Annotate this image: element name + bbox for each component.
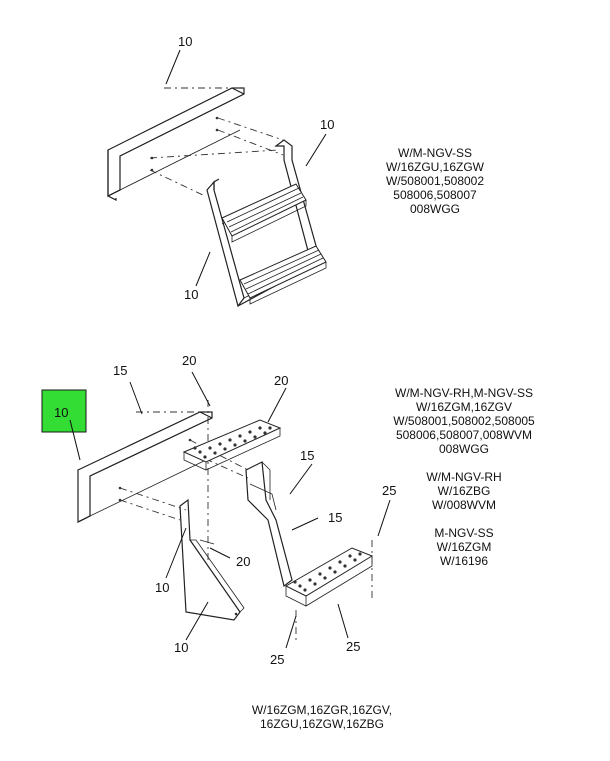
bottom-note-2-line-2: W/16ZBG [438, 484, 491, 498]
footer-note-line-1: W/16ZGM,16ZGR,16ZGV, [252, 703, 392, 717]
top-note-line-2: W/16ZGU,16ZGW [386, 160, 485, 174]
top-frame-rail [107, 87, 245, 201]
bottom-note-1-line-4: 508006,508007,008WVM [396, 428, 532, 442]
callout-bottom-10-highlight: 10 [54, 405, 68, 420]
footer-note: W/16ZGM,16ZGR,16ZGV, 16ZGU,16ZGW,16ZBG [252, 703, 392, 731]
bottom-note-1: W/M-NGV-RH,M-NGV-SS W/16ZGM,16ZGV W/5080… [393, 386, 535, 456]
bottom-right-hanger [245, 461, 293, 588]
callout-bottom-15-c: 15 [328, 510, 342, 525]
callout-bottom-15-b: 15 [300, 448, 314, 463]
callout-top-10-c: 10 [184, 287, 198, 302]
callout-top-10-a: 10 [178, 34, 192, 49]
bottom-note-1-line-1: W/M-NGV-RH,M-NGV-SS [395, 386, 533, 400]
bottom-note-1-line-2: W/16ZGM,16ZGV [416, 400, 512, 414]
top-note-line-3: W/508001,508002 [386, 174, 484, 188]
top-upper-tread [221, 183, 307, 243]
callout-bottom-25-c: 25 [270, 652, 284, 667]
bottom-upper-tread [182, 419, 282, 471]
bottom-note-3: M-NGV-SS W/16ZGM W/16196 [434, 526, 493, 568]
top-note-line-4: 508006,508007 [393, 188, 477, 202]
bottom-note-2: W/M-NGV-RH W/16ZBG W/008WVM [426, 470, 501, 512]
bottom-frame-rail [77, 411, 213, 523]
highlighted-callout-box[interactable] [41, 389, 87, 433]
bottom-note-3-line-1: M-NGV-SS [434, 526, 493, 540]
callout-bottom-10-b: 10 [174, 640, 188, 655]
top-lower-tread [239, 245, 327, 305]
lower-tread-holes [293, 552, 362, 592]
callout-bottom-15-a: 15 [113, 363, 127, 378]
bottom-note-1-line-3: W/508001,508002,508005 [393, 414, 535, 428]
bottom-note-1-line-5: 008WGG [439, 442, 489, 456]
bottom-left-hanger [179, 498, 245, 621]
bottom-note-3-line-2: W/16ZGM [437, 540, 492, 554]
bottom-note-2-line-1: W/M-NGV-RH [426, 470, 501, 484]
callout-bottom-20-a: 20 [182, 353, 196, 368]
callout-bottom-25-a: 25 [382, 483, 396, 498]
bottom-note-3-line-3: W/16196 [440, 554, 488, 568]
bottom-lower-tread [284, 547, 374, 607]
callout-bottom-10-a: 10 [155, 580, 169, 595]
bottom-note-2-line-3: W/008WVM [432, 498, 496, 512]
footer-note-line-2: 16ZGU,16ZGW,16ZBG [260, 717, 384, 731]
upper-tread-holes [193, 426, 272, 459]
callout-top-10-b: 10 [320, 117, 334, 132]
top-note-line-1: W/M-NGV-SS [398, 146, 472, 160]
callout-bottom-20-c: 20 [236, 554, 250, 569]
bottom-step-assembly: 10 15 20 20 15 15 25 20 10 10 25 25 [41, 353, 396, 667]
callout-bottom-20-b: 20 [274, 373, 288, 388]
top-step-assembly: 10 10 10 [107, 34, 334, 308]
top-note-line-5: 008WGG [410, 202, 460, 216]
callout-bottom-25-b: 25 [346, 639, 360, 654]
top-note: W/M-NGV-SS W/16ZGU,16ZGW W/508001,508002… [386, 146, 485, 216]
